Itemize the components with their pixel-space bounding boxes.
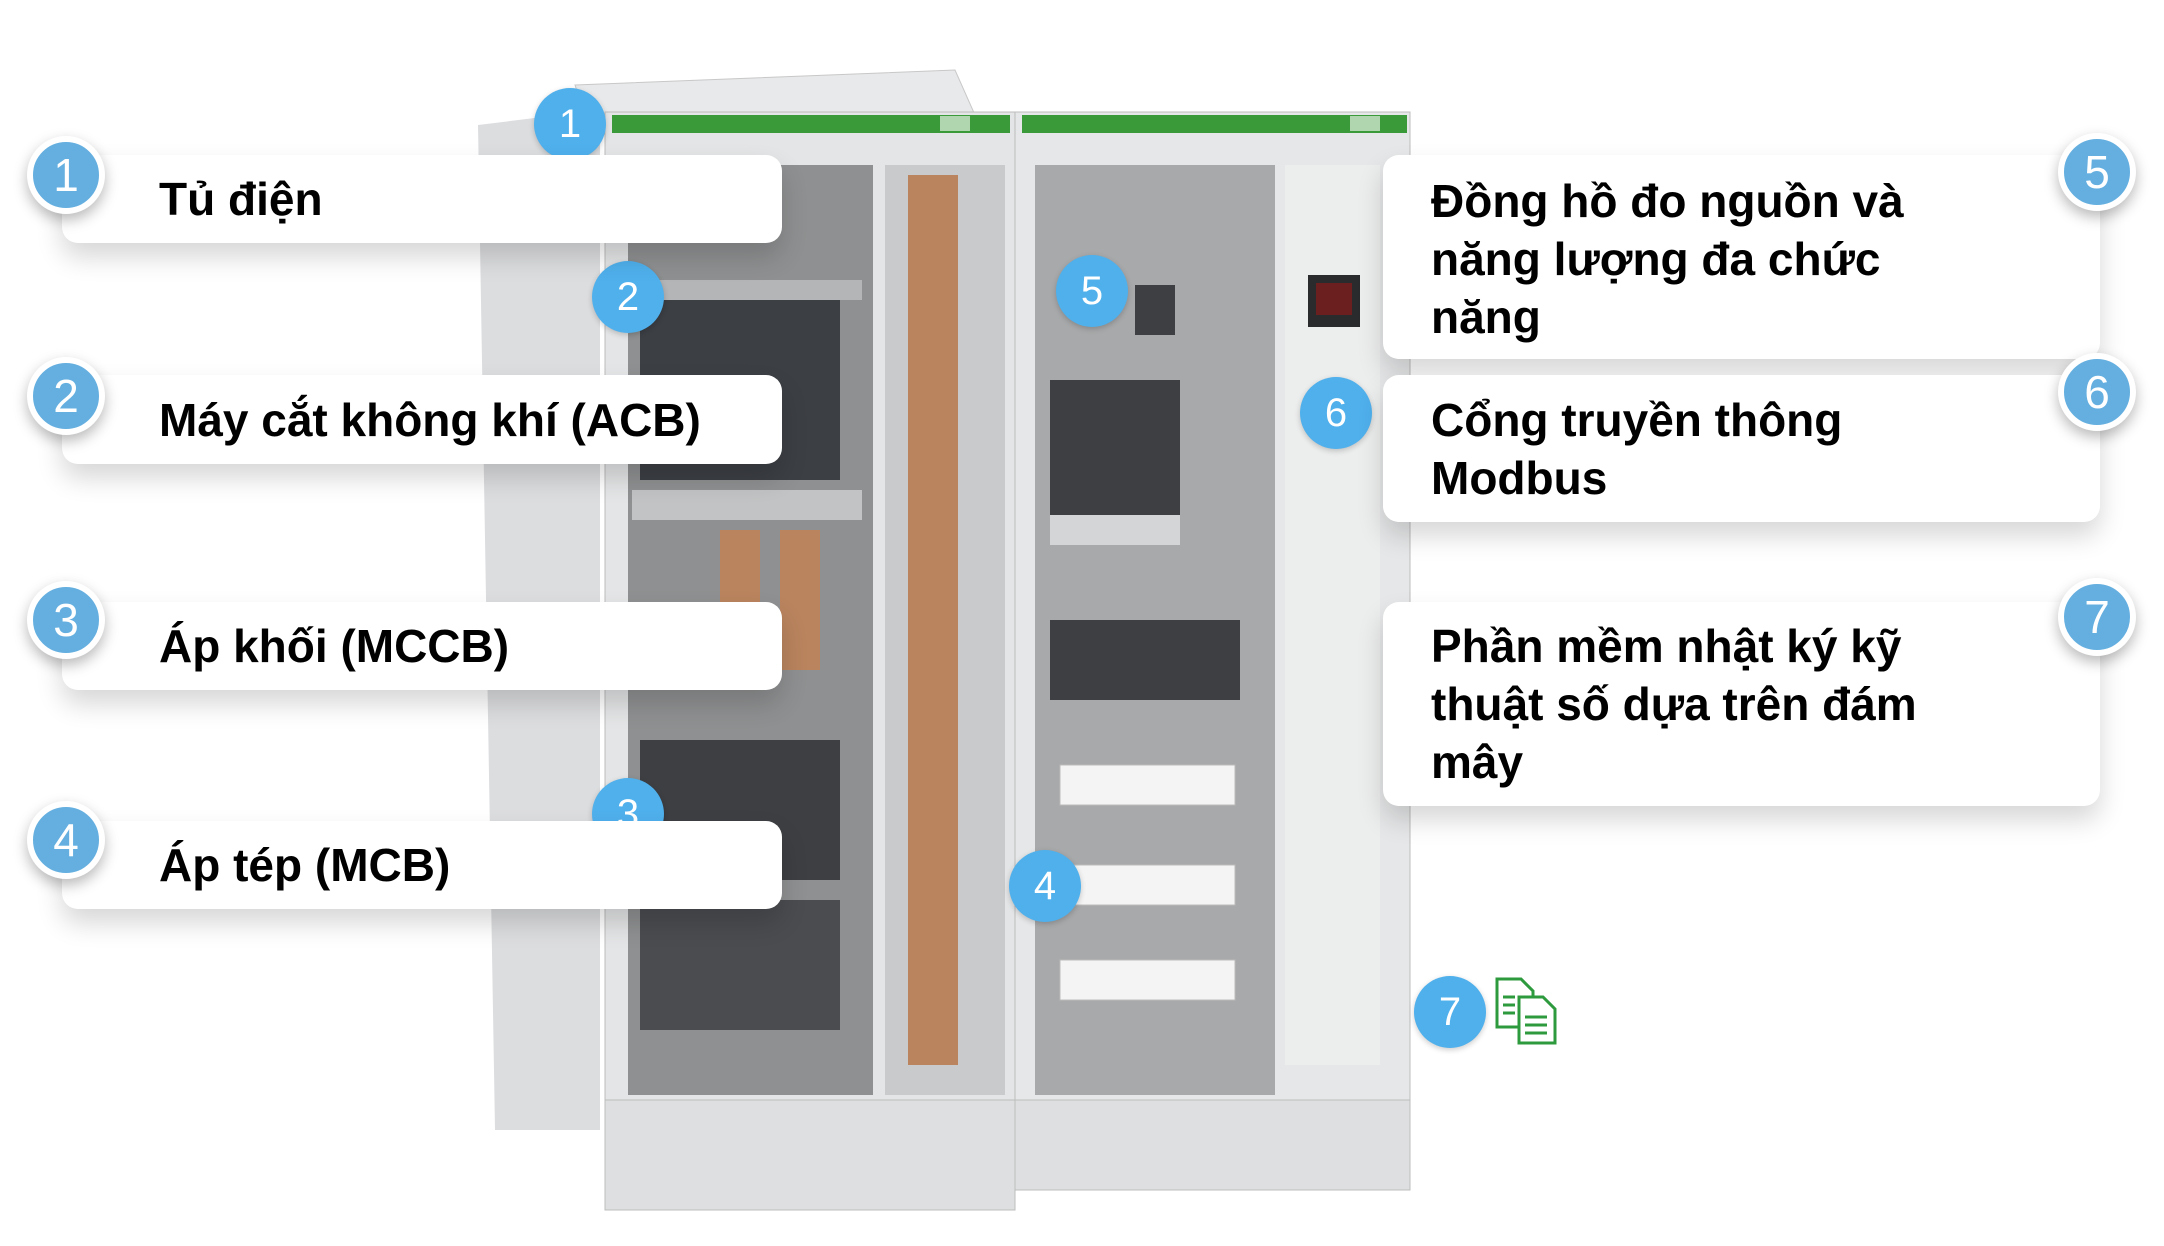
legend-badge-1: 1 [27,136,105,214]
legend-card-3: Áp khối (MCCB) [62,602,782,690]
legend-badge-2: 2 [27,357,105,435]
cabinet-marker-5: 5 [1056,255,1128,327]
legend-card-1: Tủ điện [62,155,782,243]
legend-card-2: Máy cắt không khí (ACB) [62,375,782,464]
cabinet-marker-6: 6 [1300,377,1372,449]
cabinet-marker-7: 7 [1414,976,1486,1048]
legend-badge-5: 5 [2058,133,2136,211]
legend-label-4: Áp tép (MCB) [159,839,451,891]
cabinet-marker-4: 4 [1009,850,1081,922]
legend-badge-7: 7 [2058,578,2136,656]
cabinet-marker-1: 1 [534,88,606,160]
legend-label-7: Phần mềm nhật ký kỹ thuật số dựa trên đá… [1431,620,1917,788]
cabinet-marker-2: 2 [592,261,664,333]
legend-label-3: Áp khối (MCCB) [159,620,510,672]
legend-card-7: Phần mềm nhật ký kỹ thuật số dựa trên đá… [1383,602,2100,806]
legend-badge-3: 3 [27,581,105,659]
legend-card-5: Đồng hồ đo nguồn và năng lượng đa chức n… [1383,155,2100,359]
legend-label-1: Tủ điện [159,173,323,225]
legend-label-5: Đồng hồ đo nguồn và năng lượng đa chức n… [1431,175,1904,343]
legend-badge-6: 6 [2058,353,2136,431]
legend-card-6: Cổng truyền thông Modbus [1383,375,2100,522]
legend-card-4: Áp tép (MCB) [62,821,782,909]
legend-label-6: Cổng truyền thông Modbus [1431,394,1843,504]
documents-icon [1495,977,1557,1045]
legend-badge-4: 4 [27,801,105,879]
legend-label-2: Máy cắt không khí (ACB) [159,394,701,446]
